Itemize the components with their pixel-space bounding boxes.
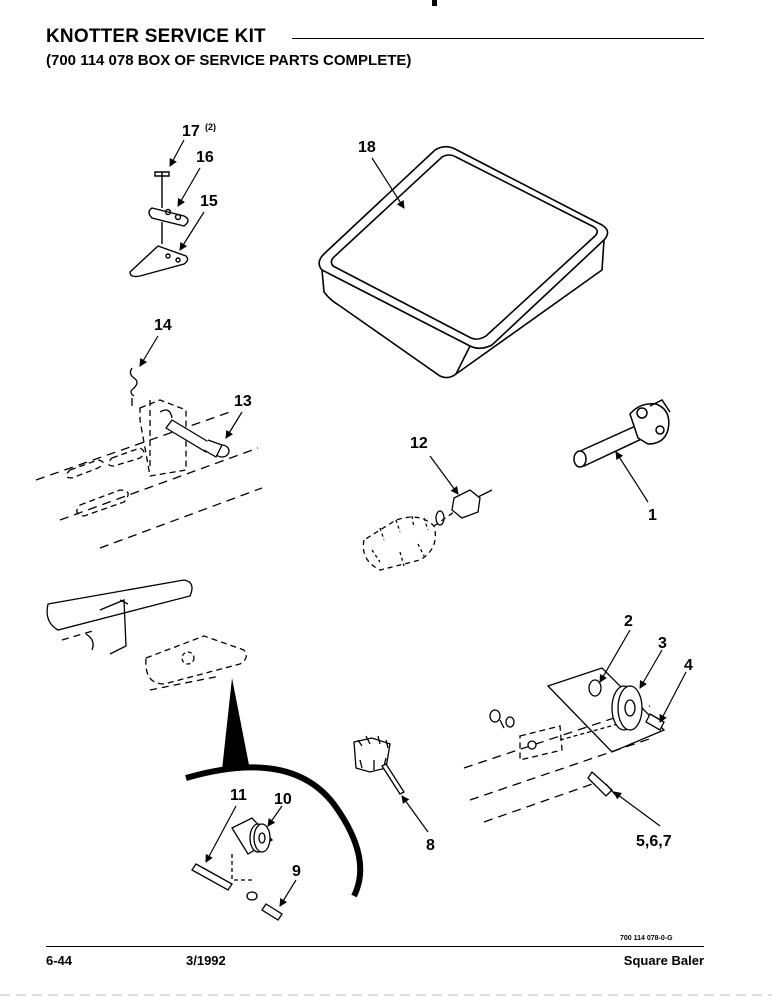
callout-9: 9 xyxy=(292,863,301,880)
product-name: Square Baler xyxy=(623,953,704,968)
callout-14: 14 xyxy=(154,317,172,334)
gear-with-roll-pin xyxy=(353,735,405,795)
title-rule xyxy=(292,38,704,39)
footer-rule xyxy=(46,946,704,947)
leader-lines xyxy=(139,139,687,907)
callout-17-qty: (2) xyxy=(205,122,216,132)
callout-13: 13 xyxy=(234,393,252,410)
idler-pulley-assembly xyxy=(463,667,666,823)
service-parts-box xyxy=(318,145,609,379)
page-top-mark xyxy=(432,0,437,6)
callout-2: 2 xyxy=(624,613,633,630)
detail-view xyxy=(185,678,364,921)
callout-12: 12 xyxy=(410,435,428,452)
callout-5-6-7: 5,6,7 xyxy=(636,833,672,850)
scan-edge xyxy=(0,994,772,996)
callout-18: 18 xyxy=(358,139,376,156)
callout-3: 3 xyxy=(658,635,667,652)
knotter-shaft xyxy=(573,399,671,468)
page-number: 6-44 xyxy=(46,953,73,968)
page-subtitle: (700 114 078 BOX OF SERVICE PARTS COMPLE… xyxy=(46,52,412,69)
callout-17: 17 xyxy=(182,123,200,140)
nut-and-gear xyxy=(362,489,493,571)
knotter-frame xyxy=(46,579,247,691)
revision-date: 3/1992 xyxy=(186,953,226,968)
callout-15: 15 xyxy=(200,193,218,210)
callout-10: 10 xyxy=(274,791,292,808)
callout-4: 4 xyxy=(684,657,693,674)
callout-16: 16 xyxy=(196,149,214,166)
knife-plate-assembly xyxy=(129,171,189,278)
callout-8: 8 xyxy=(426,837,435,854)
page-title: KNOTTER SERVICE KIT xyxy=(46,26,266,47)
figure-code: 700 114 078-0-G xyxy=(620,935,673,942)
pin-bracket-assembly xyxy=(35,367,263,549)
callout-1: 1 xyxy=(648,507,657,524)
callout-11: 11 xyxy=(230,787,247,804)
